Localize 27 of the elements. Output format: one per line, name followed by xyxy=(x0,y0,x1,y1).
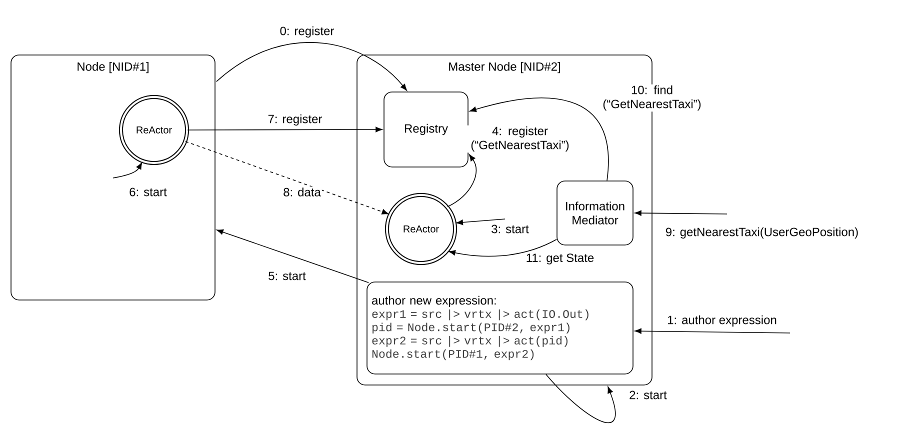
arrow xyxy=(634,328,790,334)
arrow xyxy=(112,162,142,178)
edge-label: 2: start xyxy=(628,390,668,400)
edge-label: 5: start xyxy=(267,270,307,282)
edge-label: 6: start xyxy=(128,186,168,198)
arrow xyxy=(456,218,506,226)
edge-label: 3: start xyxy=(490,224,530,234)
edge-label: 4: register (“GetNearestTaxi”) xyxy=(466,125,574,153)
edge-label: 1: author expression xyxy=(666,314,778,328)
edge-label: 10: find (“GetNearestTaxi”) xyxy=(596,84,708,112)
arrow xyxy=(216,42,407,91)
process-box: Registry xyxy=(384,92,468,168)
arrow xyxy=(634,210,728,216)
arrow xyxy=(447,154,477,208)
code-box: author new expression: expr1 = src |> vrtx |> act(IO.Out) pid = Node.start(PID#2, expr1) expr2 = src |> vrtx |> act(pid) Node.start(PID#1, expr2) xyxy=(366,282,634,374)
process-box: Information Mediator xyxy=(556,180,634,246)
arrow xyxy=(185,141,389,214)
arrow xyxy=(216,229,369,283)
arrow xyxy=(187,126,382,132)
edge-label: 9: getNearestTaxi(UserGeoPosition) xyxy=(664,226,860,240)
edge-label: 11: get State xyxy=(524,252,596,266)
edge-label: 0: register xyxy=(278,25,336,39)
arrow xyxy=(546,374,616,423)
arrow xyxy=(470,98,609,181)
edge-label: 7: register xyxy=(266,113,324,127)
edge-label: 8: data xyxy=(282,186,322,198)
arrow xyxy=(448,239,557,257)
